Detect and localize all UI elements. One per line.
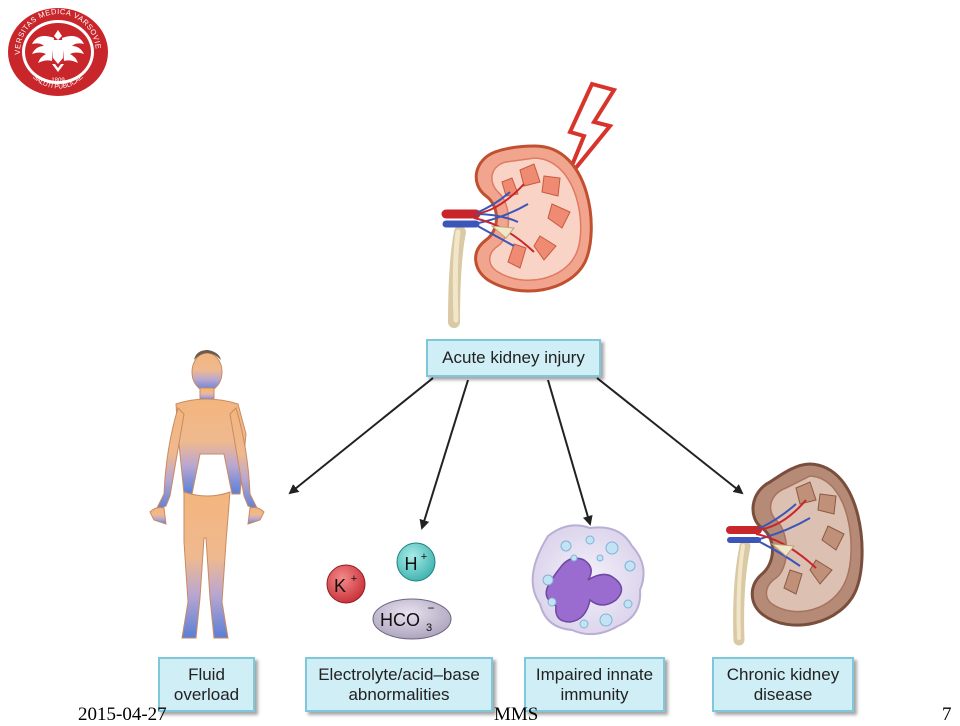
outcome-label-line2: overload — [173, 684, 240, 704]
bicarbonate-ion-icon: HCO 3 − — [372, 598, 452, 640]
footer-page-number: 7 — [942, 704, 952, 725]
outcome-box-fluid-overload: Fluid overload — [158, 657, 255, 712]
outcome-box-chronic-kidney-disease: Chronic kidney disease — [712, 657, 854, 712]
bicarbonate-charge: − — [427, 601, 434, 615]
outcome-label-line2: abnormalities — [348, 684, 450, 704]
hydrogen-charge: + — [421, 551, 427, 563]
acute-kidney-icon — [441, 144, 593, 328]
outcome-box-impaired-immunity: Impaired innate immunity — [524, 657, 665, 712]
outcome-box-electrolyte: Electrolyte/acid–base abnormalities — [305, 657, 493, 712]
potassium-label: K — [334, 576, 346, 596]
bicarbonate-subscript: 3 — [426, 622, 432, 634]
arrow-to-immunity — [547, 379, 593, 526]
footer-center: MMS — [494, 704, 539, 725]
potassium-charge: + — [351, 573, 357, 585]
arrow-to-ckd — [596, 377, 744, 495]
outcome-label-line1: Chronic kidney — [726, 664, 840, 684]
potassium-ion-icon: K + — [326, 564, 366, 604]
outcome-label-line1: Impaired innate — [535, 664, 654, 684]
hydrogen-label: H — [405, 554, 418, 574]
hydrogen-ion-icon: H + — [396, 542, 436, 582]
lightning-icon — [564, 81, 618, 182]
university-logo: UNIVERSITAS MEDICA VARSOVIENSIS SALUTI P… — [6, 6, 108, 96]
immune-cell-icon — [531, 524, 645, 636]
outcome-label-line2: immunity — [560, 684, 629, 704]
arrow-to-fluid — [288, 377, 434, 495]
acute-kidney-injury-label: Acute kidney injury — [442, 348, 585, 367]
logo-year: 1809 — [51, 78, 65, 84]
eagle-icon — [32, 30, 84, 72]
footer-date: 2015-04-27 — [78, 704, 167, 725]
outcome-label-line2: disease — [753, 684, 813, 704]
arrow-to-electrolyte — [419, 379, 469, 530]
outcome-label-line1: Fluid — [188, 664, 225, 684]
acute-kidney-injury-box: Acute kidney injury — [426, 339, 601, 377]
human-figure-icon — [149, 350, 265, 639]
outcome-label-line1: Electrolyte/acid–base — [318, 664, 480, 684]
bicarbonate-label: HCO — [380, 610, 420, 630]
chronic-kidney-icon — [726, 462, 864, 646]
